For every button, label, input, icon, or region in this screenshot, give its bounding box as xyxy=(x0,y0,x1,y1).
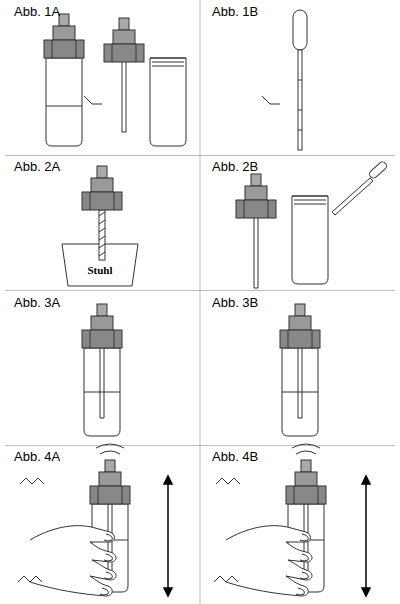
figure-label: Abb. 3A xyxy=(14,296,60,309)
figure-label: Abb. 1B xyxy=(212,5,258,18)
figure-label: Abb. 4B xyxy=(212,450,258,463)
figure-label: Abb. 3B xyxy=(212,296,258,309)
container-label: Stuhl xyxy=(87,265,112,276)
figure-label: Abb. 1A xyxy=(14,5,60,18)
panel-divider xyxy=(5,0,395,604)
figure-label: Abb. 2A xyxy=(14,160,60,173)
figure-label: Abb. 2B xyxy=(212,160,258,173)
figure-label: Abb. 4A xyxy=(14,450,60,463)
